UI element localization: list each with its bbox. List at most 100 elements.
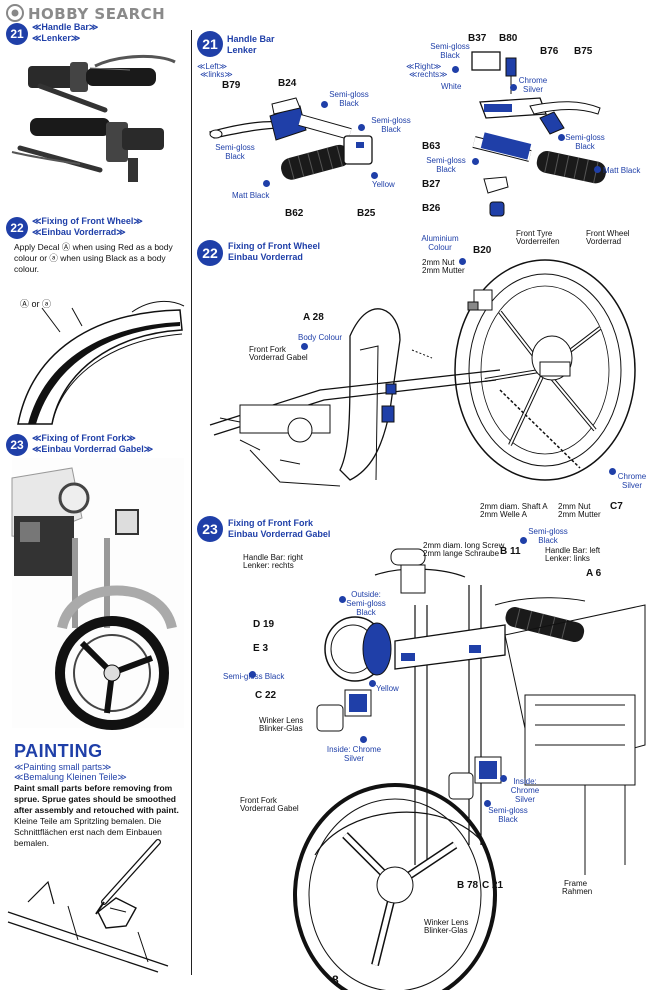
paint-matt-black-1: Matt Black (232, 191, 270, 200)
semi-gloss-23-1: Semi-gloss Black (528, 527, 568, 545)
step23-title: Fixing of Front Fork (228, 518, 313, 528)
painting-sub1: ≪Painting small parts≫ (14, 762, 112, 772)
step-badge-21: 21 (197, 31, 223, 57)
b27-part (483, 176, 509, 194)
paint-yellow-1: Yellow (372, 180, 395, 189)
step22-title: Fixing of Front Wheel (228, 241, 320, 251)
shaft-de: 2mm Welle A (480, 510, 527, 519)
paint-dot (321, 101, 328, 108)
paint-semi-gloss-2: Semi-gloss Black (371, 116, 411, 134)
paint-dot (594, 166, 601, 173)
step21-title: Handle Bar (227, 34, 275, 44)
front-wheel-en: Front Wheel (586, 229, 630, 238)
part-code-b26: B26 (422, 203, 441, 214)
part-code-c7: C7 (610, 501, 623, 512)
paint-dot (484, 800, 491, 807)
part-code-a6: A 6 (586, 568, 602, 579)
handlebar-right-diagram (471, 51, 607, 184)
part-code-b27: B27 (422, 179, 441, 190)
paint-dot (609, 468, 616, 475)
front-fork-assembly-diagram (293, 548, 646, 990)
paint-matt-black-2: Matt Black (603, 166, 641, 175)
part-code-e3: E 3 (253, 643, 269, 654)
front-fork-23-de: Vorderrad Gabel (240, 804, 299, 813)
logo-circle-icon (6, 4, 24, 22)
nut-label-en: 2mm Nut (422, 258, 455, 267)
step22-left-text: Apply Decal Ⓐ when using Red as a body c… (14, 242, 173, 274)
step23-left-subtitle: ≪Einbau Vorderrad Gabel≫ (32, 444, 154, 454)
paint-semi-gloss-6: Semi-gloss Black (426, 156, 466, 174)
painting-sprue-illustration (7, 839, 169, 973)
part-code-b11: B 11 (500, 546, 521, 557)
paint-dot (459, 258, 466, 265)
step-badge-22-left: 22 (6, 217, 28, 239)
body-colour: Body Colour (298, 333, 343, 342)
handle-right-en: Handle Bar: right (243, 553, 304, 562)
handle-right-de: Lenker: rechts (243, 561, 294, 570)
paint-dot (520, 537, 527, 544)
paint-dot (358, 124, 365, 131)
part-code-b80: B80 (499, 33, 518, 44)
step21-left-subtitle: ≪Lenker≫ (32, 33, 81, 43)
chrome-silver-22: Chrome Silver (617, 472, 647, 490)
step22-subtitle: Einbau Vorderrad (228, 252, 303, 262)
handle-left-de: Lenker: links (545, 554, 590, 563)
step-badge-21-left: 21 (6, 23, 28, 45)
inside-chrome-2: Inside: Chrome Silver (510, 777, 540, 804)
step-badge-22: 22 (197, 240, 223, 266)
part-code-b75: B75 (574, 46, 593, 57)
shaft-en: 2mm diam. Shaft A (480, 502, 548, 511)
painting-text-de: Kleine Teile am Spritzling bemalen. Die … (14, 816, 162, 848)
part-code-b37: B37 (468, 33, 487, 44)
paint-chrome-silver-1: Chrome Silver (518, 76, 548, 94)
fender-decal-illustration (17, 301, 185, 425)
paint-dot (339, 596, 346, 603)
column-divider (191, 30, 192, 975)
left-label-de: ≪links≫ (200, 70, 233, 79)
paint-dot (510, 84, 517, 91)
painting-sub2: ≪Bemalung Kleinen Teile≫ (14, 772, 127, 782)
paint-dot (301, 343, 308, 350)
screw-en: 2mm diam. long Screw (423, 541, 505, 550)
left-label: ≪Left≫ (197, 62, 228, 71)
step23-subtitle: Einbau Vorderrad Gabel (228, 529, 331, 539)
step22-left-subtitle: ≪Einbau Vorderrad≫ (32, 227, 126, 237)
step-badge-23: 23 (197, 516, 223, 542)
inside-chrome-1: Inside: Chrome Silver (326, 745, 382, 763)
step21-subtitle: Lenker (227, 45, 257, 55)
front-fork-de: Vorderrad Gabel (249, 353, 308, 362)
handle-left-en: Handle Bar: left (545, 546, 601, 555)
part-code-b78: B 78 (457, 880, 479, 891)
step23-left-title: ≪Fixing of Front Fork≫ (32, 433, 136, 443)
b26-part (489, 201, 505, 217)
winker-lens-en: Winker Lens (259, 716, 304, 725)
paint-dot (371, 172, 378, 179)
paint-dot (249, 671, 256, 678)
decal-label: Ⓐ or ⓐ (20, 299, 52, 309)
paint-dot (360, 736, 367, 743)
semi-gloss-23-2: Semi-gloss Black (223, 672, 285, 681)
front-tyre-de: Vorderreifen (516, 237, 560, 246)
handlebar-left-diagram (209, 97, 373, 180)
step21-left-title: ≪Handle Bar≫ (32, 22, 99, 32)
paint-dot (558, 134, 565, 141)
aluminium-colour: Aluminium Colour (421, 234, 459, 252)
front-fork-en: Front Fork (249, 345, 286, 354)
handlebar-photo-1 (10, 48, 180, 118)
winker-lens2-en: Winker Lens (424, 918, 469, 927)
part-code-b63: B63 (422, 141, 441, 152)
part-code-b76: B76 (540, 46, 559, 57)
step22-left-title: ≪Fixing of Front Wheel≫ (32, 216, 143, 226)
painting-text-en: Paint small parts before removing from s… (14, 783, 179, 815)
part-code-b25: B25 (357, 208, 376, 219)
nut2-en: 2mm Nut (558, 502, 591, 511)
painting-title: PAINTING (14, 741, 103, 761)
paint-semi-gloss-5: Semi-gloss Black (565, 133, 605, 151)
paint-dot (500, 775, 507, 782)
logo-text: HOBBY SEARCH (28, 5, 166, 23)
right-label-de: ≪rechts≫ (409, 70, 448, 79)
part-code-c21: C 21 (482, 880, 504, 891)
paint-dot (472, 158, 479, 165)
part-code-b24: B24 (278, 78, 297, 89)
front-fork-23-en: Front Fork (240, 796, 277, 805)
